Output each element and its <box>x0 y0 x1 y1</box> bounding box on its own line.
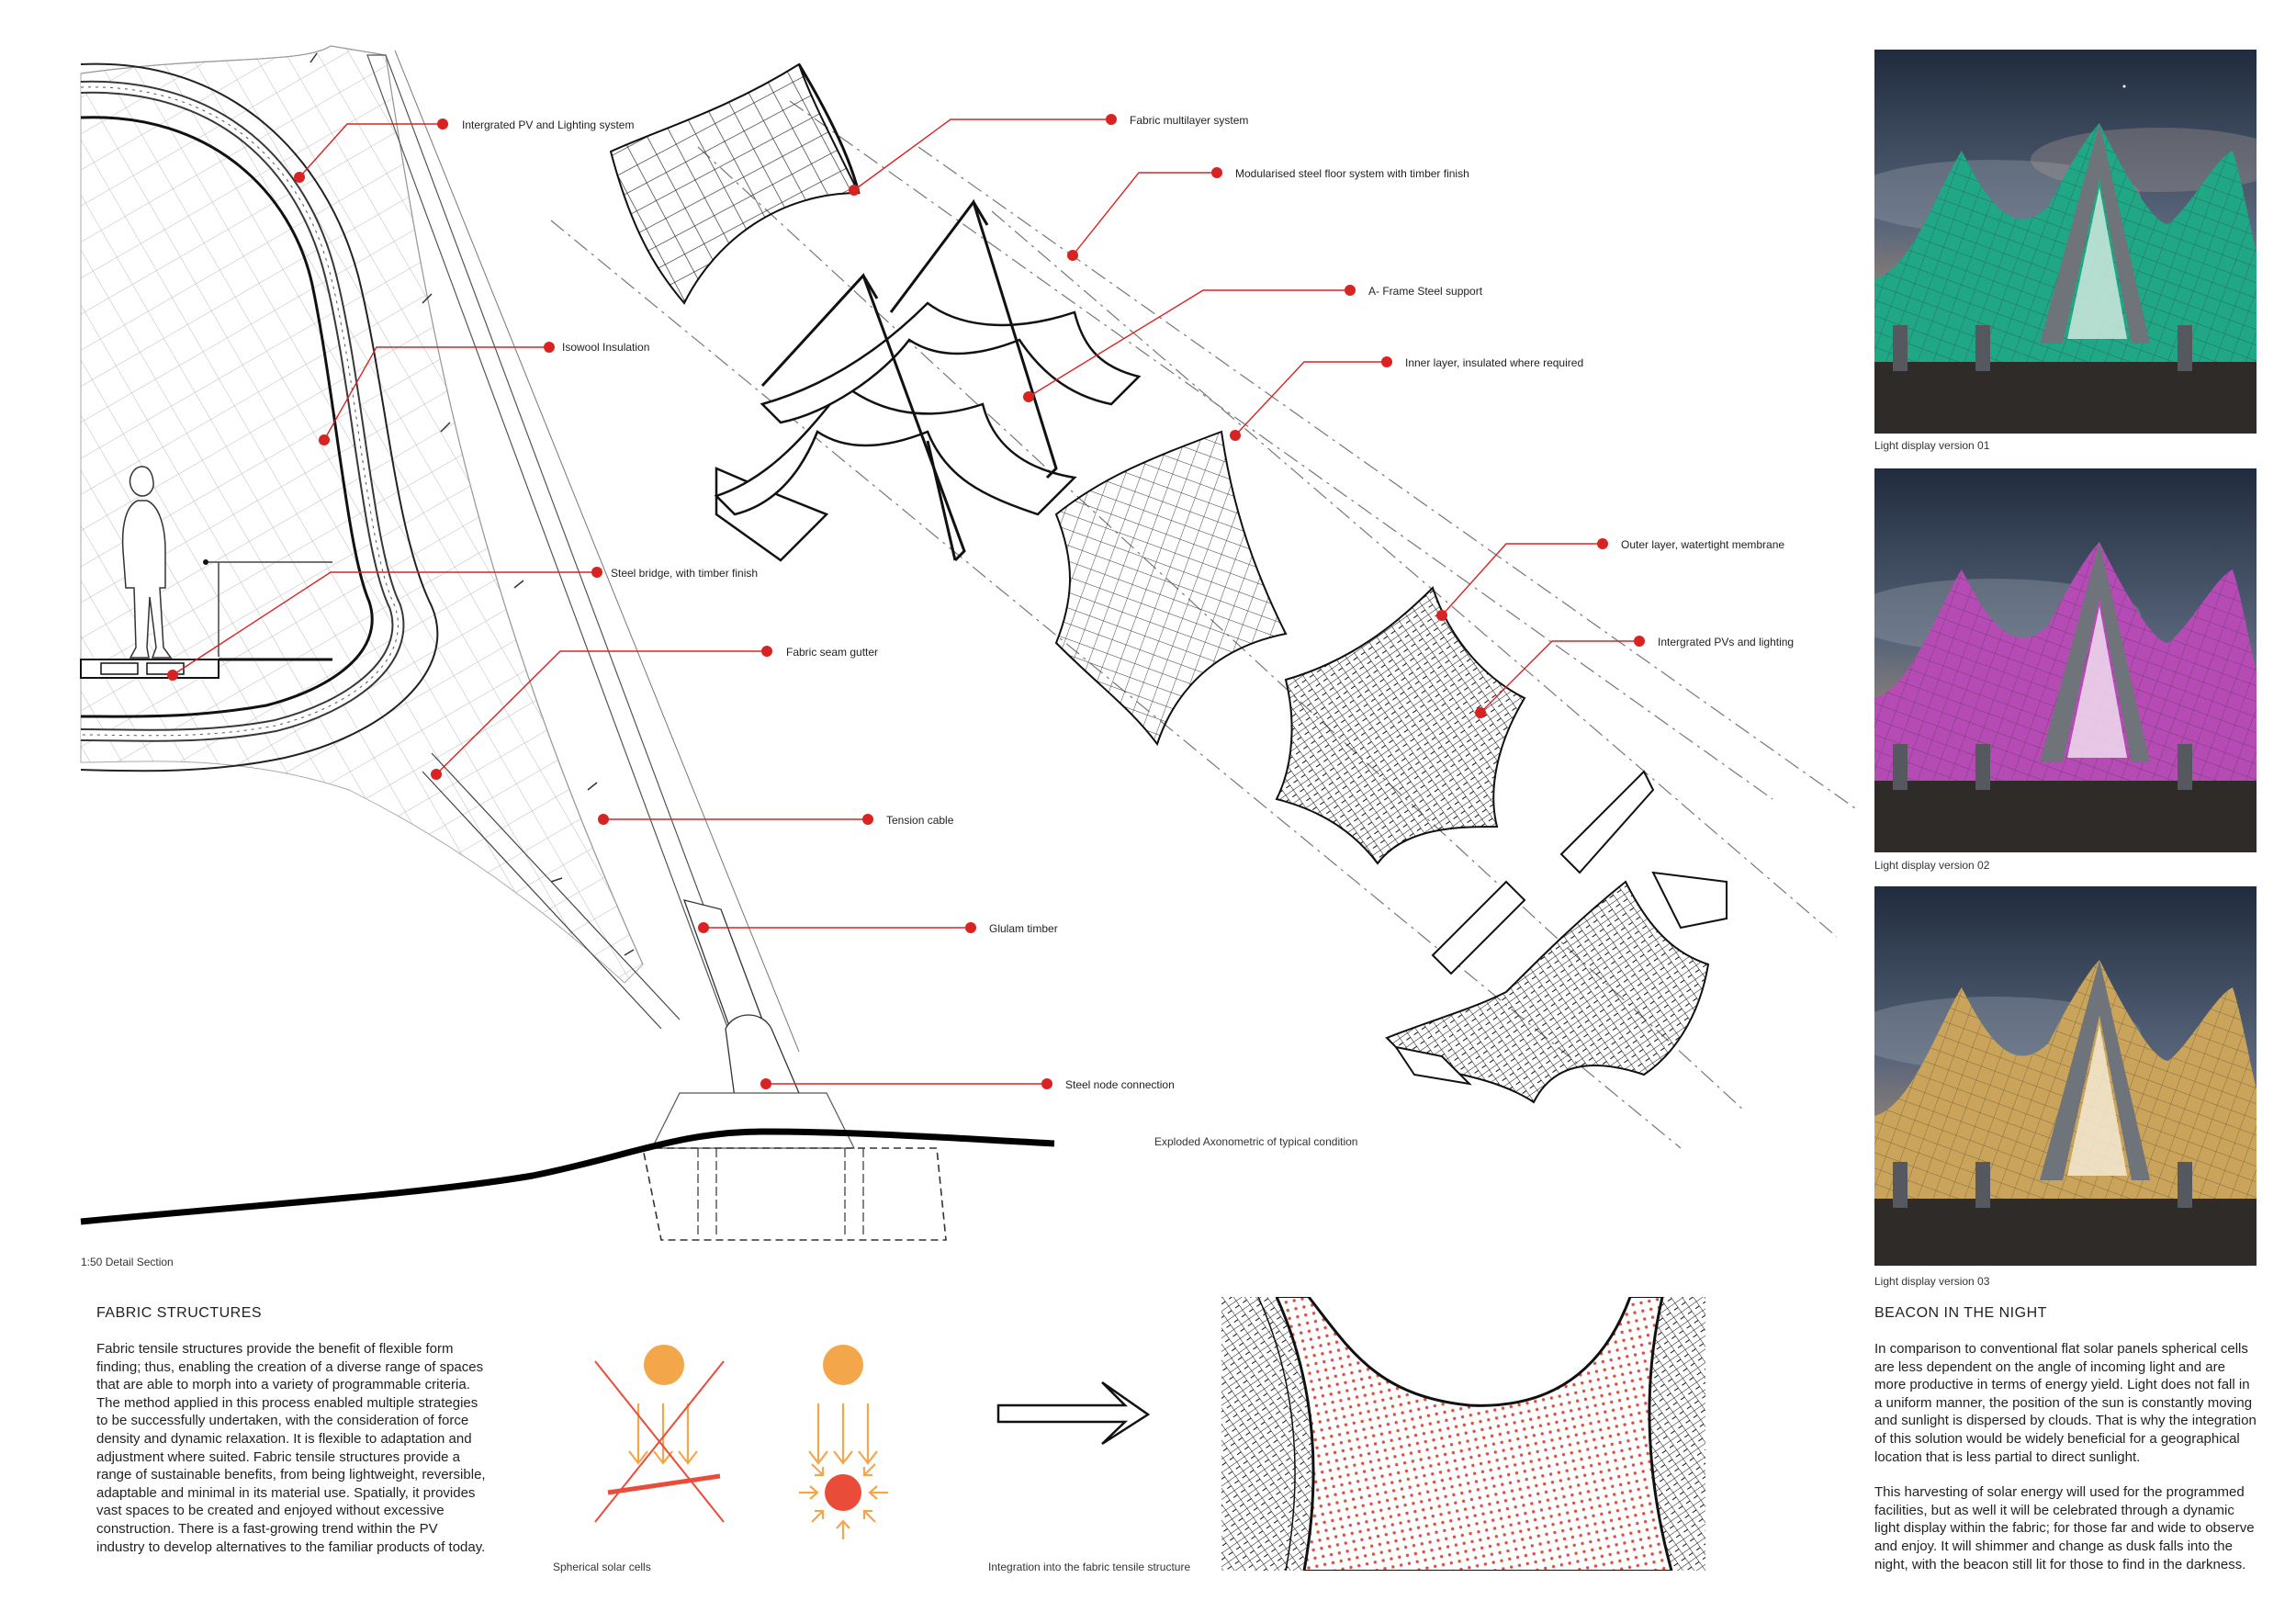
fabric-structures-body: Fabric tensile structures provide the be… <box>96 1341 486 1555</box>
callout-a-frame: A- Frame Steel support <box>1368 285 1483 298</box>
callout-seam-gutter: Fabric seam gutter <box>786 646 879 659</box>
callout-fabric-multilayer: Fabric multilayer system <box>1130 114 1249 127</box>
section-scale-caption: 1:50 Detail Section <box>81 1256 174 1268</box>
render-caption-03: Light display version 03 <box>1874 1275 1990 1288</box>
render-caption-01: Light display version 01 <box>1874 439 1990 452</box>
person-figure <box>121 466 173 659</box>
solar-cells-caption: Spherical solar cells <box>553 1561 651 1573</box>
render-light-display-02 <box>1874 468 2257 852</box>
callout-integrated-pvs: Intergrated PVs and lighting <box>1658 636 1795 648</box>
callout-pv-lighting: Intergrated PV and Lighting system <box>462 118 635 131</box>
beacon-paragraph-2: This harvesting of solar energy will use… <box>1874 1484 2255 1572</box>
beacon-paragraph-1: In comparison to conventional flat solar… <box>1874 1341 2257 1465</box>
callout-steel-bridge: Steel bridge, with timber finish <box>611 567 759 580</box>
beacon-body: In comparison to conventional flat solar… <box>1874 1340 2260 1591</box>
callout-steel-node: Steel node connection <box>1065 1078 1175 1091</box>
render-light-display-03 <box>1874 886 2257 1270</box>
callout-glulam: Glulam timber <box>989 922 1058 935</box>
axonometric-caption: Exploded Axonometric of typical conditio… <box>1154 1135 1358 1148</box>
integration-detail <box>1221 1297 1705 1571</box>
callout-tension-cable: Tension cable <box>886 814 954 827</box>
callout-steel-floor: Modularised steel floor system with timb… <box>1235 167 1469 180</box>
beacon-heading: BEACON IN THE NIGHT <box>1874 1305 2047 1321</box>
solar-cell-diagram <box>594 1345 1151 1539</box>
render-light-display-01 <box>1874 50 2257 434</box>
integration-caption: Integration into the fabric tensile stru… <box>988 1561 1191 1573</box>
section-callout-lines <box>167 118 1052 1089</box>
exploded-axonometric <box>550 62 1856 1149</box>
arrow-right-icon <box>996 1381 1151 1446</box>
callout-inner-layer: Inner layer, insulated where required <box>1405 356 1584 369</box>
fabric-structures-heading: FABRIC STRUCTURES <box>96 1305 263 1321</box>
callout-outer-layer: Outer layer, watertight membrane <box>1621 538 1785 551</box>
render-caption-02: Light display version 02 <box>1874 859 1990 872</box>
detail-section <box>80 45 1055 1241</box>
sun-icon <box>644 1345 684 1385</box>
solar-cell-icon <box>825 1474 861 1511</box>
sun-icon <box>823 1345 863 1385</box>
callout-isowool: Isowool Insulation <box>562 341 650 354</box>
